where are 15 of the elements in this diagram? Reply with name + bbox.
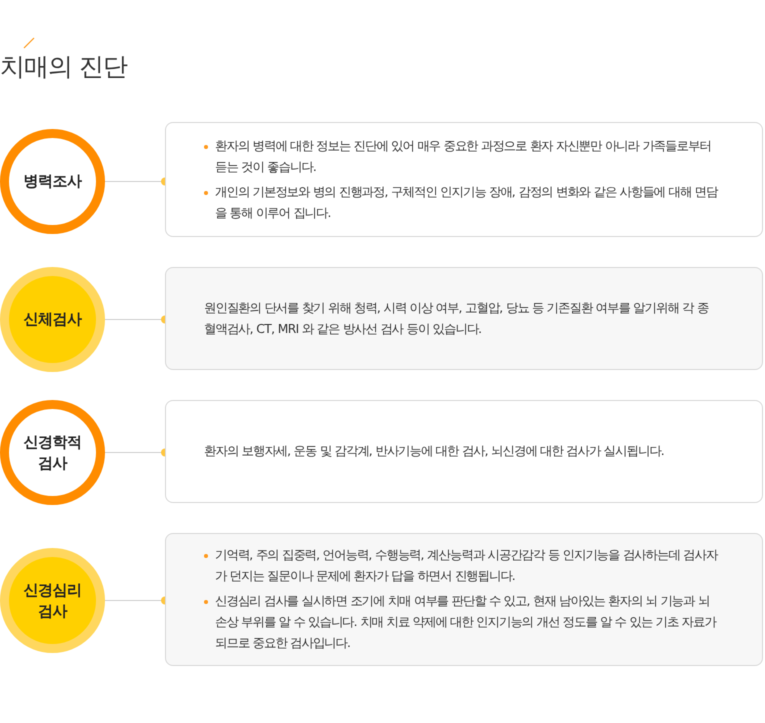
bullet-text: 기억력, 주의 집중력, 언어능력, 수행능력, 계산능력과 시공간감각 등 인지기능을 검사하는데 검사자가 던지는 질문이나 문제에 환자가 답을 하면서 진행됩니다. — [204, 545, 722, 587]
description-box — [165, 267, 763, 370]
step-circle: 신체검사 — [0, 267, 105, 372]
step-circle: 신경학적 검사 — [0, 400, 105, 505]
page-title: 치매의 진단 — [0, 51, 127, 83]
description-text: 환자의 보행자세, 운동 및 감각계, 반사기능에 대한 검사, 뇌신경에 대한 검사가 실시됩니다. — [204, 443, 666, 460]
description-text: 원인질환의 단서를 찾기 위해 청력, 시력 이상 여부, 고혈압, 당뇨 등 기존질환 여부를 알기위해 각 종 혈액검사, CT, MRI 와 같은 방사선 검사 등이 있습니다. — [204, 300, 710, 338]
bullet-text: 환자의 병력에 대한 정보는 진단에 있어 매우 중요한 과정으로 환자 자신뿐만 아니라 가족들로부터 듣는 것이 좋습니다. — [204, 136, 722, 178]
description-box — [165, 400, 763, 503]
step-circle: 병력조사 — [0, 129, 105, 234]
description-box — [165, 533, 763, 666]
bullet-text: 개인의 기본정보와 병의 진행과정, 구체적인 인지기능 장애, 감정의 변화와 같은 사항들에 대해 면담을 통해 이루어 집니다. — [204, 182, 722, 224]
step-circle: 신경심리 검사 — [0, 548, 105, 653]
description-box — [165, 122, 763, 237]
bullet-text: 신경심리 검사를 실시하면 조기에 치매 여부를 판단할 수 있고, 현재 남아있는 환자의 뇌 기능과 뇌 손상 부위를 알 수 있습니다. 치매 치료 약제에 대한 인지기능의 개선 정도를 알 수 있는 기초 자료가 되므로 중요한 검사입니다. — [204, 591, 722, 654]
